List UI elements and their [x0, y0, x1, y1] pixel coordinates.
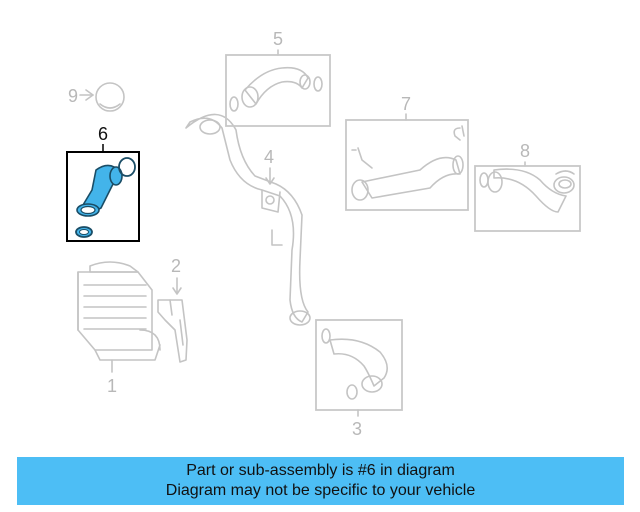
callout-1: 1: [107, 376, 117, 396]
part-3-box: [315, 319, 403, 411]
part-8-hose[interactable]: 8: [474, 141, 581, 232]
part-3-hose[interactable]: 3: [315, 319, 403, 439]
part-6-box: [66, 151, 140, 242]
part-4-pipe[interactable]: 4: [185, 113, 311, 326]
part-1-intercooler[interactable]: 1: [77, 261, 161, 396]
part-5-hose[interactable]: 5: [225, 29, 331, 127]
banner-line-1: Part or sub-assembly is #6 in diagram: [186, 462, 455, 479]
callout-9: 9: [68, 86, 78, 106]
part-5-box: [225, 54, 331, 127]
callout-3: 3: [352, 419, 362, 439]
part-9-cap[interactable]: 9: [68, 82, 125, 112]
callout-6: 6: [98, 124, 108, 144]
callout-5: 5: [273, 29, 283, 49]
callout-8: 8: [520, 141, 530, 161]
part-2-bracket[interactable]: 2: [157, 256, 188, 363]
callout-4: 4: [264, 147, 274, 167]
banner-line-2: Diagram may not be specific to your vehi…: [165, 482, 476, 499]
part-7-box: [345, 119, 469, 211]
part-8-box: [474, 165, 581, 232]
callout-2: 2: [171, 256, 181, 276]
seal-ring-upper: [118, 157, 136, 177]
part-6-hose[interactable]: 6: [66, 124, 140, 242]
info-banner: Part or sub-assembly is #6 in diagram Di…: [17, 457, 624, 505]
part-7-hose[interactable]: 7: [345, 94, 469, 211]
callout-7: 7: [401, 94, 411, 114]
